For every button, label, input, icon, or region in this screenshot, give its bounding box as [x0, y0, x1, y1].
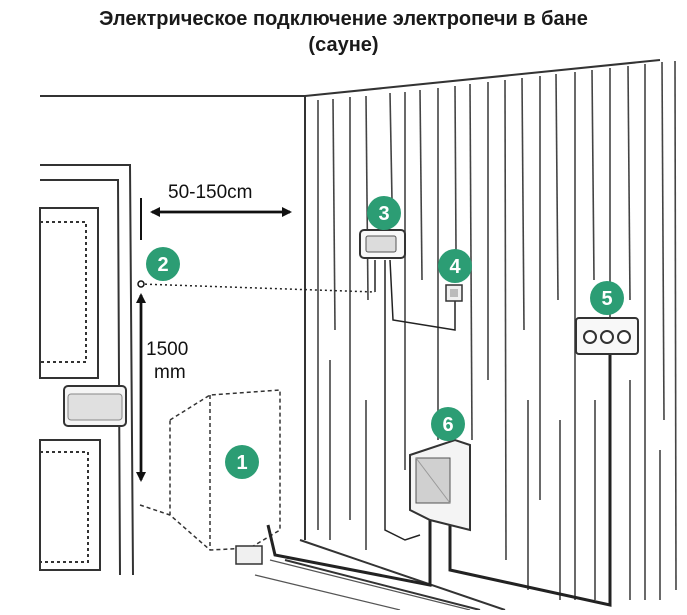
wiring	[139, 259, 612, 607]
diagram-title: Электрическое подключение электропечи в …	[99, 8, 588, 30]
marker-6-label: 6	[442, 414, 453, 436]
lamp-box-inner	[450, 289, 458, 297]
marker-2: 2	[146, 247, 180, 281]
room-outline	[40, 59, 661, 611]
door	[39, 164, 134, 576]
vertical-dimension-value: 1500	[146, 339, 188, 360]
socket-block	[575, 317, 639, 355]
heater-outline	[139, 389, 281, 551]
heater-terminal	[235, 545, 263, 565]
marker-6: 6	[431, 407, 465, 441]
marker-4: 4	[438, 249, 472, 283]
control-panel	[409, 438, 471, 532]
floor-lines	[254, 559, 471, 611]
marker-4-label: 4	[449, 256, 461, 278]
marker-5: 5	[590, 281, 624, 315]
dimension-arrows	[136, 198, 292, 482]
horizontal-dimension-label: 50-150cm	[168, 182, 253, 203]
marker-3-label: 3	[378, 203, 389, 225]
marker-3: 3	[367, 196, 401, 230]
marker-1-label: 1	[236, 452, 247, 474]
diagram-subtitle: (сауне)	[308, 34, 379, 56]
outlet-point	[137, 280, 145, 288]
marker-2-label: 2	[157, 254, 168, 276]
wall-planks	[317, 60, 677, 600]
marker-5-label: 5	[601, 288, 612, 310]
light-switch-box	[359, 229, 406, 259]
marker-1: 1	[225, 445, 259, 479]
door-handle	[63, 385, 127, 427]
vertical-dimension-unit: mm	[154, 362, 186, 383]
